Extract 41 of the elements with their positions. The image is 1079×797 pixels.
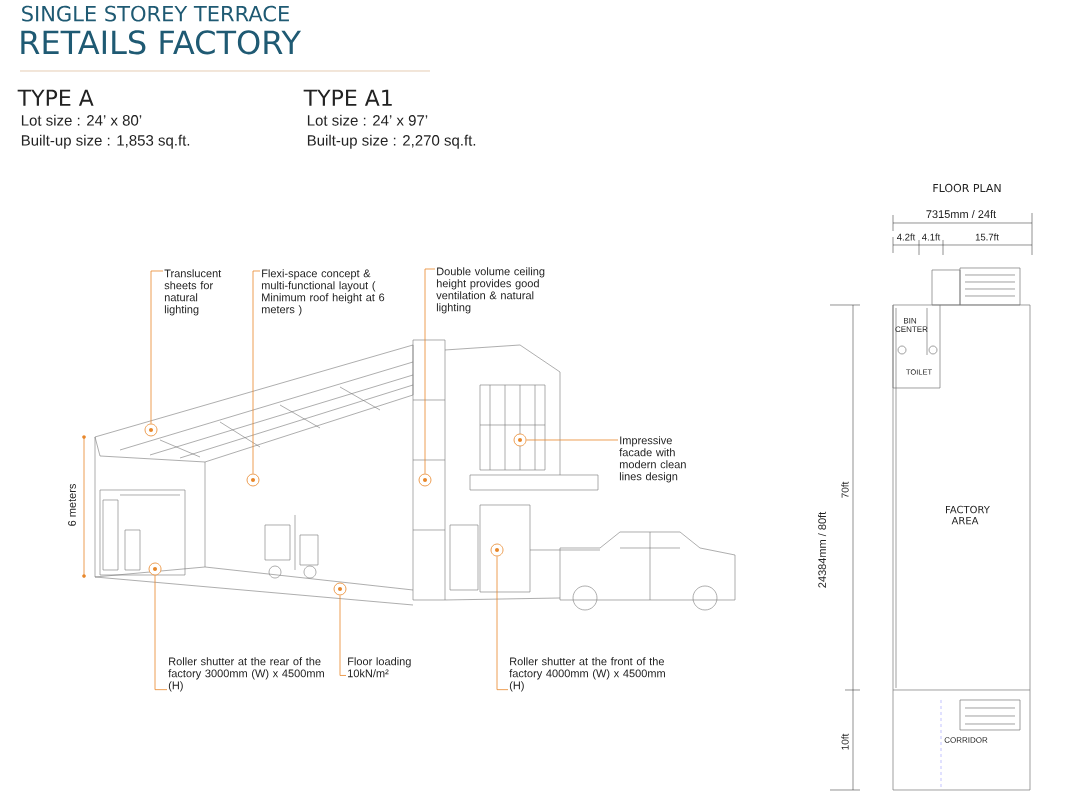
room-label: CORRIDOR [944, 737, 988, 743]
title: RETAILS FACTORY [21, 30, 302, 55]
dimension-text: 10ft [841, 733, 849, 750]
dimension-text: 7315mm / 24ft [926, 209, 997, 219]
heading: SINGLE STOREY TERRACE [22, 5, 289, 22]
dimension-text: 6 meters [68, 484, 76, 526]
spec-text: Lot size : 24’ x 80’ [21, 114, 142, 126]
callout-text: Impressive facade with modern clean lines design [619, 436, 686, 483]
room-label: BIN CENTER [895, 317, 928, 333]
callout-text: Roller shutter at the rear of the factory 3000mm (W) x 4500mm (H) [168, 657, 324, 692]
leader-line [526, 439, 619, 441]
callout-text: Translucent sheets for natural lighting [164, 269, 222, 316]
room-label: FACTORY AREA [946, 505, 990, 525]
spec-text: Built-up size : 2,270 sq.ft. [307, 134, 476, 149]
callout-text: Floor loading 10kN/m² [348, 657, 411, 678]
leader-line [252, 270, 261, 474]
callout-marker [148, 562, 162, 576]
dimension-text: 24384mm / 80ft [817, 511, 827, 588]
callout-marker [418, 473, 432, 487]
leader-line [150, 270, 164, 424]
spec-text: Lot size : 24’ x 97’ [307, 114, 428, 126]
type-heading: TYPE A1 [303, 89, 392, 106]
type-heading: TYPE A [17, 89, 94, 106]
callout-marker [144, 423, 158, 437]
callout-marker [490, 543, 504, 557]
callout-text: Flexi-space concept & multi-functional layout ( Minimum roof height at 6 meters ) [261, 269, 385, 316]
callout-marker [333, 582, 347, 596]
leader-line [339, 595, 347, 676]
dimension-text: 4.1ft [922, 233, 941, 241]
spec-text: Built-up size : 1,853 sq.ft. [21, 134, 190, 149]
leader-line [496, 556, 509, 691]
plan-heading: FLOOR PLAN [933, 183, 1001, 193]
dimension-text: 70ft [841, 481, 849, 498]
leader-line [154, 575, 168, 691]
callout-marker [246, 473, 260, 487]
dimension-text: 4.2ft [897, 233, 916, 241]
callout-text: Roller shutter at the front of the factory 4000mm (W) x 4500mm (H) [509, 657, 665, 692]
callout-text: Double volume ceiling height provides good ventilation & natural lighting [436, 267, 545, 314]
dimension-text: 15.7ft [975, 233, 999, 241]
callout-marker [513, 433, 527, 447]
leader-line [424, 268, 436, 474]
